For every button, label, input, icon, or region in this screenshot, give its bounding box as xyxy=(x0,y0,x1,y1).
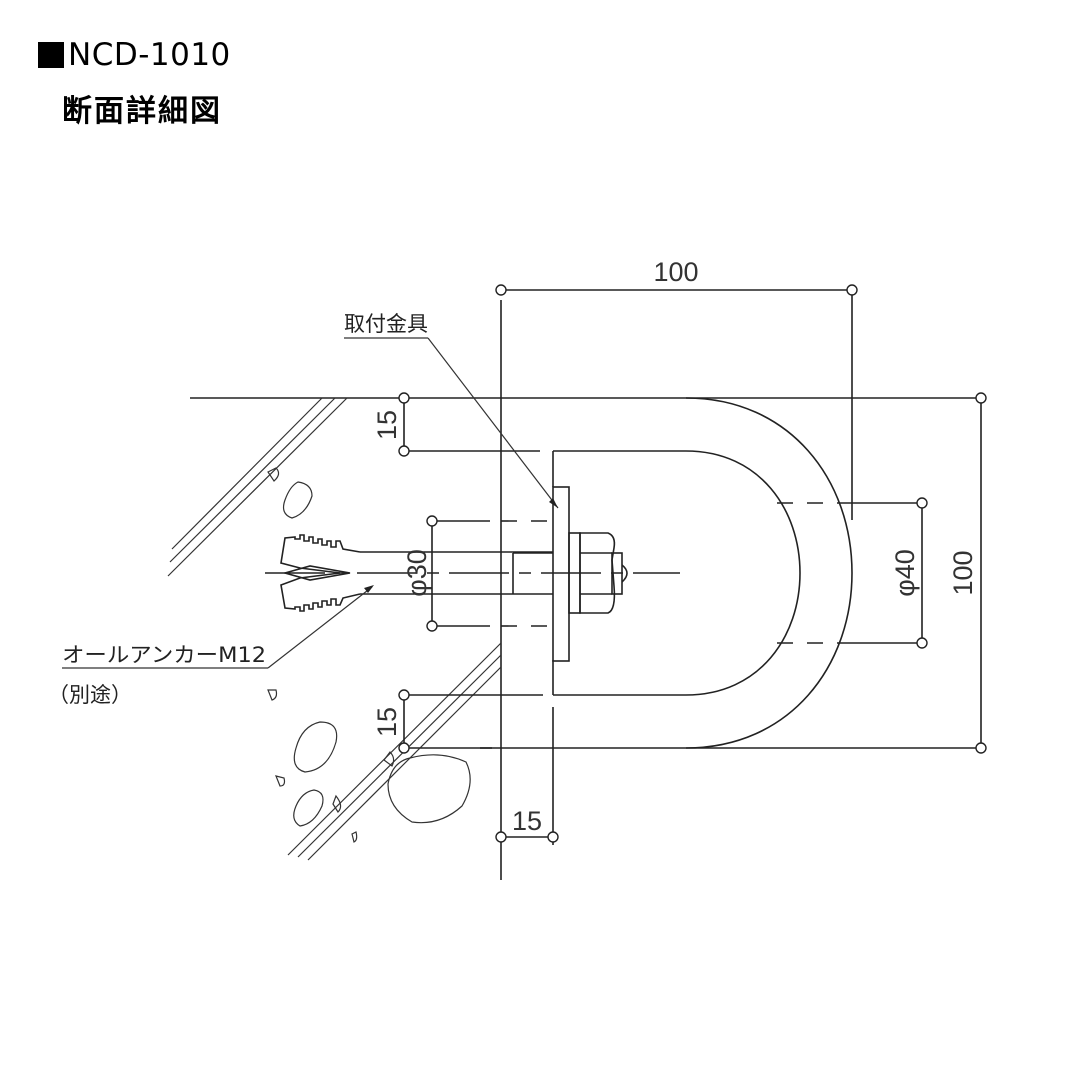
dim-node xyxy=(398,392,410,404)
bracket-label: 取付金具 xyxy=(344,312,428,336)
aggregate-stone xyxy=(387,754,471,824)
aggregate-stone xyxy=(267,689,278,701)
anchor-sleeve-upper xyxy=(280,534,361,574)
dim-bottom-offset: 15 xyxy=(372,707,402,737)
slab-line-6 xyxy=(307,666,502,861)
dim-node xyxy=(398,742,410,754)
anchor-cone xyxy=(282,565,351,581)
slab-line-4 xyxy=(287,642,502,856)
slab-line-5 xyxy=(297,654,502,858)
dim-inner-diameter: φ40 xyxy=(890,549,920,597)
dim-top-offset: 15 xyxy=(372,410,402,440)
aggregate-stone xyxy=(351,831,358,843)
dim-node xyxy=(916,637,928,649)
aggregate-stone xyxy=(293,789,324,827)
anchor-label: オールアンカーM12 xyxy=(62,643,266,667)
dim-node xyxy=(495,284,507,296)
dim-node xyxy=(398,689,410,701)
dim-node xyxy=(547,831,559,843)
slab-line-1 xyxy=(171,397,323,550)
dim-anchor-diameter: φ30 xyxy=(402,549,432,597)
dim-node xyxy=(495,831,507,843)
dim-top-width: 100 xyxy=(653,257,698,287)
bracket-leader-line xyxy=(427,337,559,509)
dim-plate-thickness: 15 xyxy=(512,806,542,836)
bracket-leader-arrow-icon xyxy=(549,498,558,508)
dim-node xyxy=(426,515,438,527)
title-block: NCD-1010 断面詳細図 xyxy=(38,34,231,130)
dim-right-height: 100 xyxy=(948,550,978,595)
drawing-title: 断面詳細図 xyxy=(62,94,222,129)
mounting-plate xyxy=(552,486,570,662)
aggregate-stone xyxy=(383,751,395,767)
anchor-note: （別途） xyxy=(48,683,132,707)
dim-node xyxy=(846,284,858,296)
model-row: NCD-1010 xyxy=(38,34,231,76)
aggregate-stone xyxy=(282,481,313,519)
anchor-sleeve-lower xyxy=(280,572,361,612)
aggregate-stone xyxy=(275,775,286,787)
dim-node xyxy=(916,497,928,509)
model-number: NCD-1010 xyxy=(68,37,231,73)
fender-outer-arc xyxy=(685,397,853,749)
anchor-leader-line xyxy=(267,586,373,669)
aggregate-stone xyxy=(267,467,280,482)
slab-line-3 xyxy=(167,397,348,577)
anchor-leader-arrow-icon xyxy=(364,585,374,593)
fender-inner-arc xyxy=(685,450,801,696)
dim-node xyxy=(426,620,438,632)
square-bullet-icon xyxy=(38,42,64,68)
dim-node xyxy=(975,742,987,754)
slab-line-2 xyxy=(169,397,336,563)
aggregate-stone xyxy=(332,794,342,813)
bolt-tip xyxy=(621,564,628,583)
dim-node xyxy=(975,392,987,404)
aggregate-stone xyxy=(293,721,338,773)
dim-node xyxy=(398,445,410,457)
